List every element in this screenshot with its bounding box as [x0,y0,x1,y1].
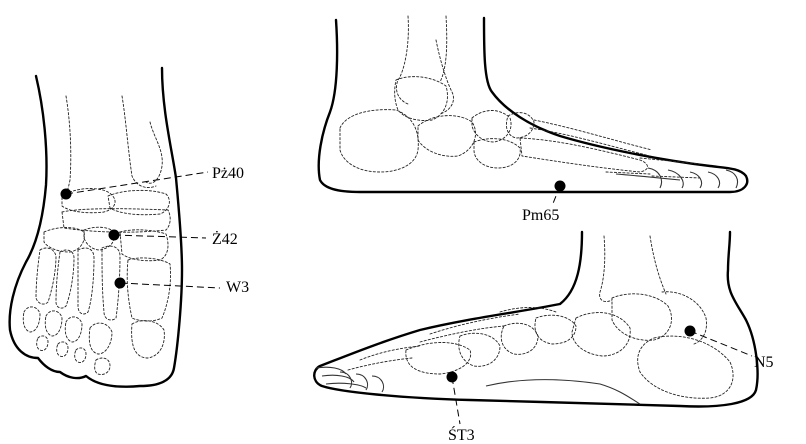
label-z42: Ż42 [212,230,238,248]
point-n5-dot [685,326,696,337]
label-w3: W3 [226,279,249,296]
lateral-foot-view [314,232,757,406]
dorsal-foot-outline [10,68,182,387]
point-pz40-dot [61,189,72,200]
label-n5: N5 [754,354,774,371]
point-st3: ŚT3 [447,372,475,444]
label-pz40: Pż40 [212,165,244,182]
point-pm65-dot [555,181,566,192]
label-st3: ŚT3 [448,425,475,444]
point-z42-dot [109,230,120,241]
dorsal-foot-view [10,68,182,387]
point-w3-dot [115,278,126,289]
medial-foot-view [319,16,747,192]
medial-foot-outline [319,18,747,192]
point-n5: N5 [685,326,774,372]
point-pm65: Pm65 [522,181,566,225]
label-pm65: Pm65 [522,207,559,224]
point-st3-dot [447,372,458,383]
point-pz40: Pż40 [61,165,245,200]
